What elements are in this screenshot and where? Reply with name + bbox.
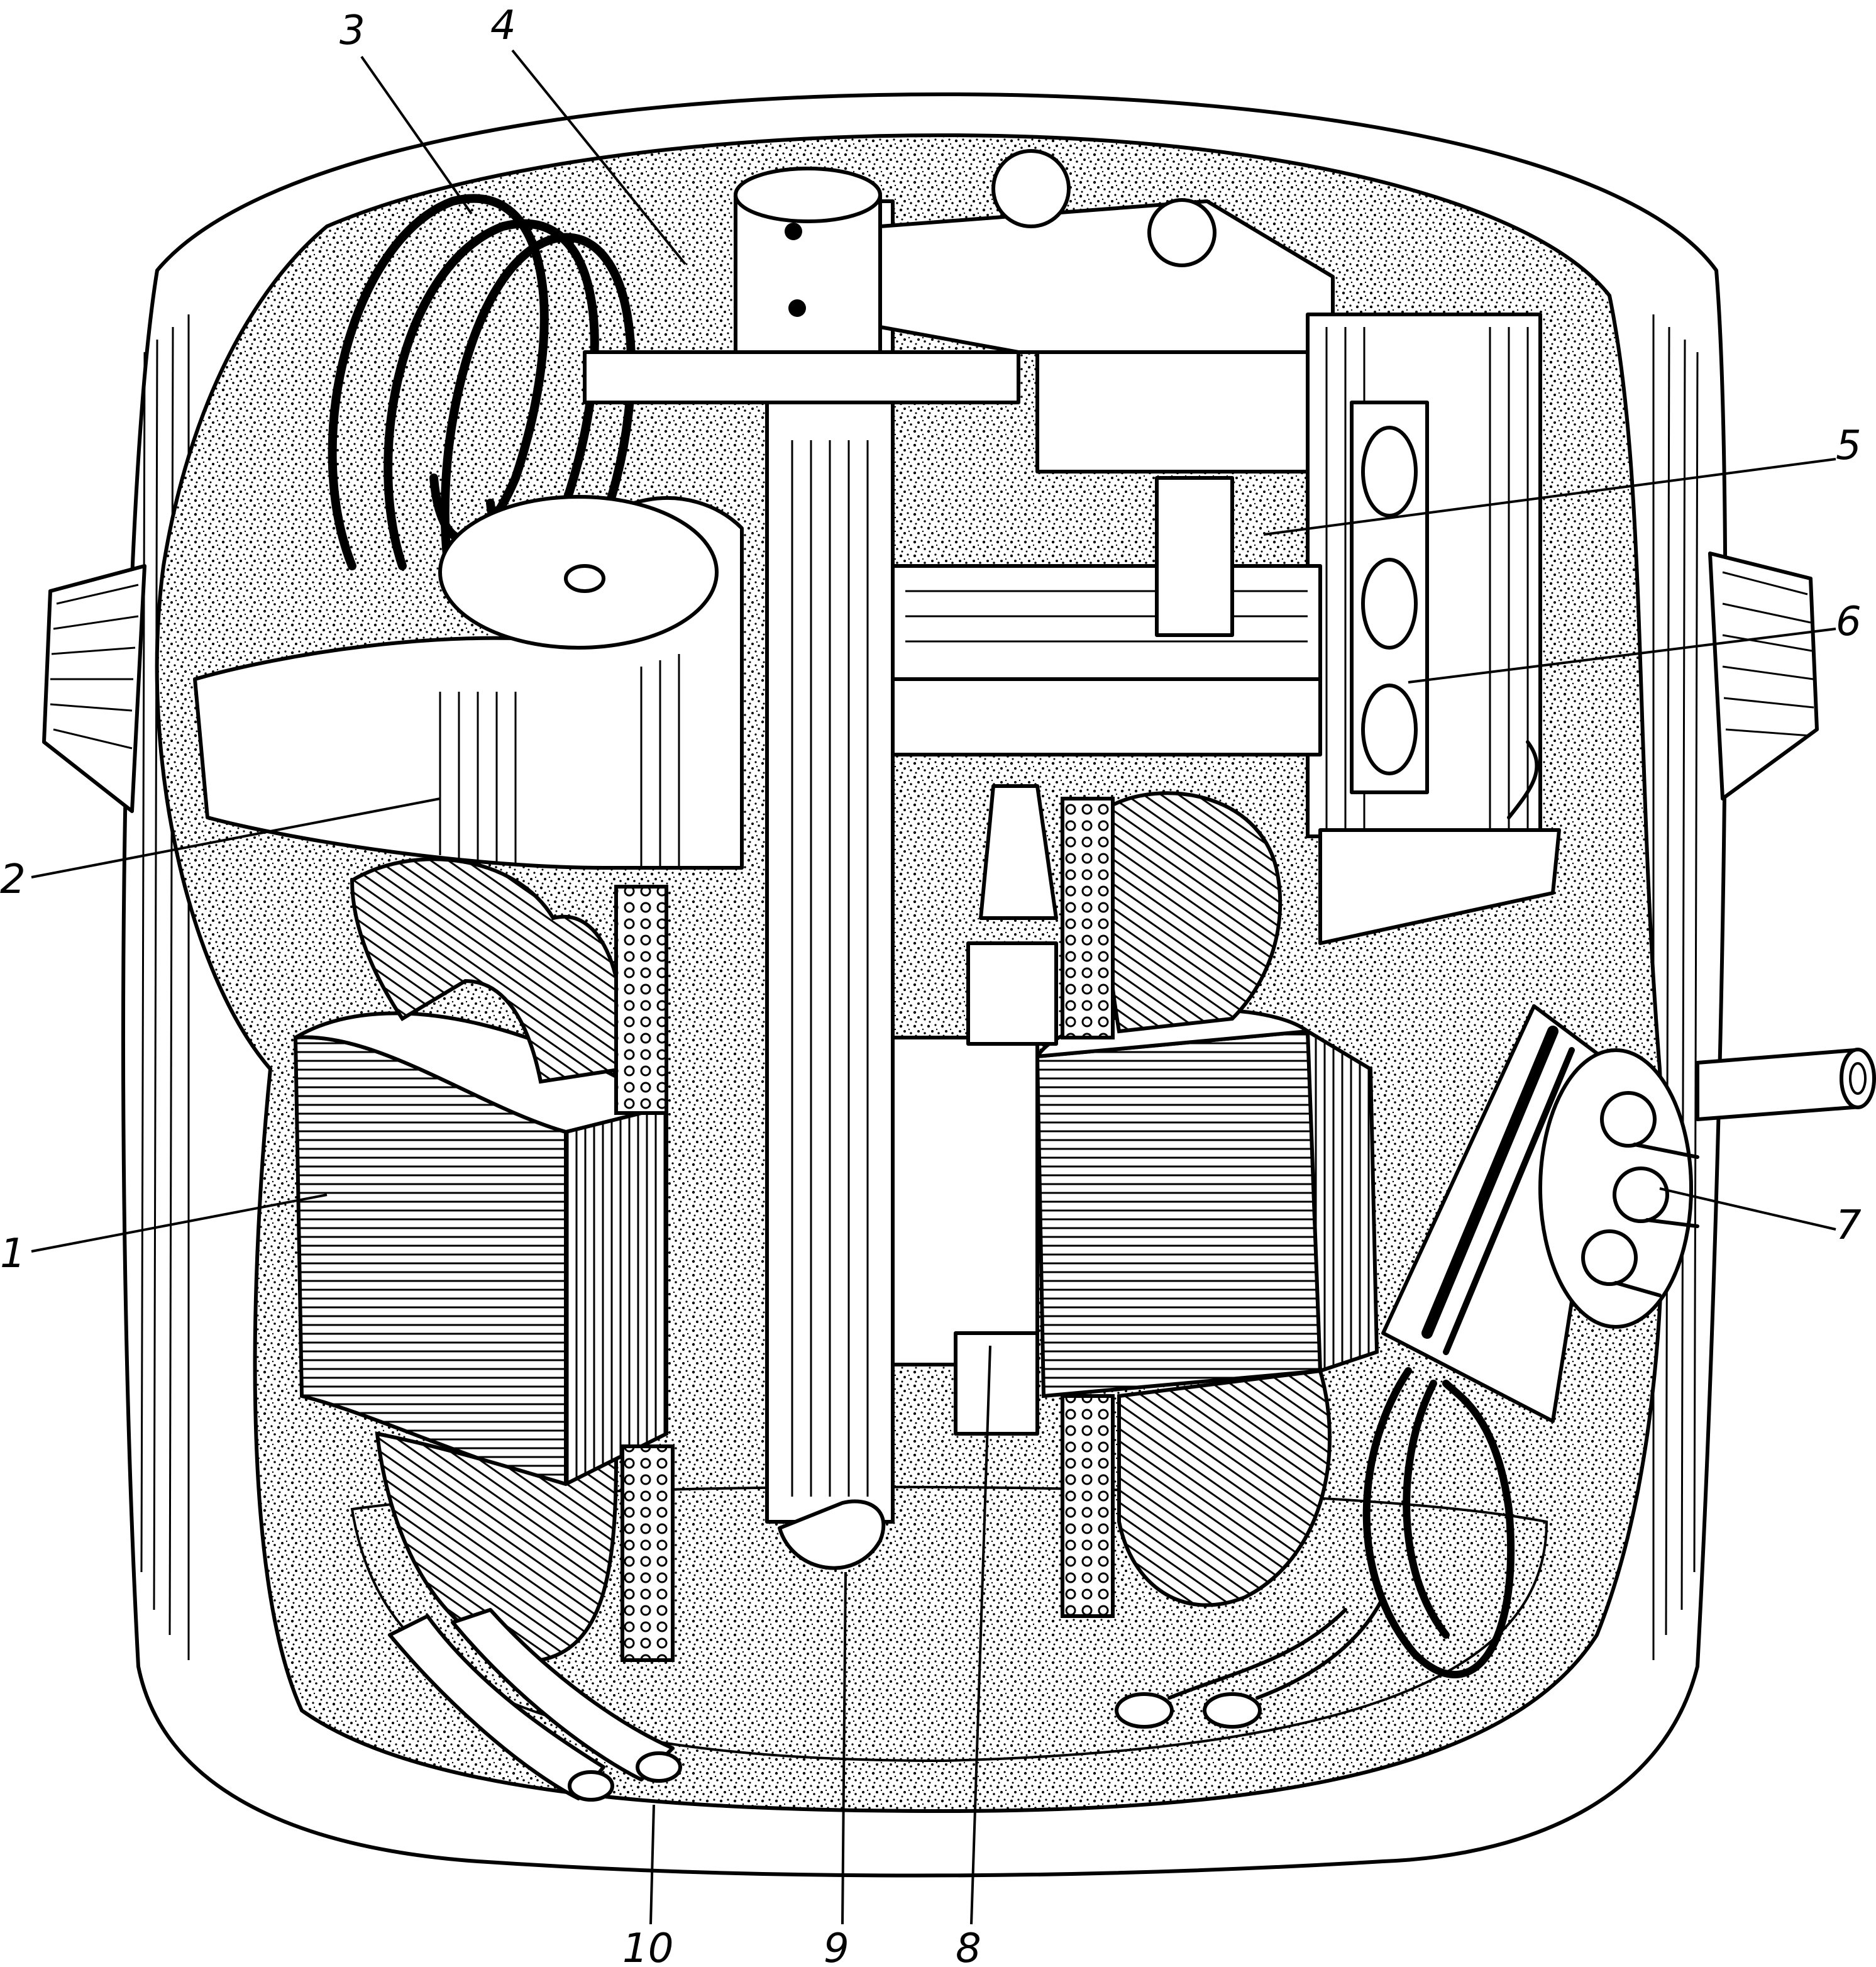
- rotor: [891, 784, 1058, 1436]
- winding-lower-right: [1061, 1368, 1332, 1618]
- terminal-block: [1381, 1004, 1699, 1423]
- mounting-flange-left: [42, 564, 146, 813]
- leader-6: [1408, 628, 1836, 684]
- callout-label-6: 6: [1836, 599, 1862, 645]
- callout-label-10: 10: [622, 1925, 673, 1967]
- lead-wires: [1362, 1367, 1515, 1678]
- callout-leaders: [31, 49, 1836, 1925]
- leader-1: [31, 1194, 328, 1253]
- leader-2: [31, 797, 441, 878]
- cylinder-block: [583, 149, 1542, 838]
- leader-3: [360, 55, 473, 215]
- callout-label-3: 3: [339, 8, 365, 54]
- leader-4: [511, 49, 687, 265]
- stator-right: [1035, 1007, 1379, 1399]
- callout-label-9: 9: [824, 1925, 849, 1967]
- muffler-housing: [193, 495, 744, 870]
- connecting-rod: [891, 476, 1322, 756]
- winding-upper-right: [1061, 791, 1283, 1039]
- winding-upper-left: [350, 857, 668, 1115]
- stator-left: [293, 1011, 668, 1487]
- leader-10: [649, 1804, 655, 1925]
- discharge-tube: [1696, 1048, 1876, 1121]
- winding-lower-left: [375, 1431, 675, 1663]
- mounting-flange-right: [1708, 551, 1819, 801]
- callout-label-8: 8: [956, 1925, 981, 1967]
- lower-bracket-right: [1318, 740, 1561, 945]
- leader-5: [1263, 458, 1836, 536]
- leader-8: [970, 1345, 991, 1925]
- callout-labels: 1 2 3 4 5 6 7 8 9 10: [0, 3, 1862, 1967]
- leader-7: [1659, 1187, 1836, 1231]
- callout-label-2: 2: [0, 856, 26, 903]
- callout-label-7: 7: [1836, 1202, 1862, 1249]
- callout-label-4: 4: [490, 3, 516, 49]
- leader-9: [841, 1571, 847, 1925]
- suction-tubes: [388, 1595, 1385, 1802]
- callout-label-5: 5: [1836, 423, 1862, 469]
- crankshaft: [734, 167, 895, 1570]
- callout-label-1: 1: [0, 1231, 26, 1277]
